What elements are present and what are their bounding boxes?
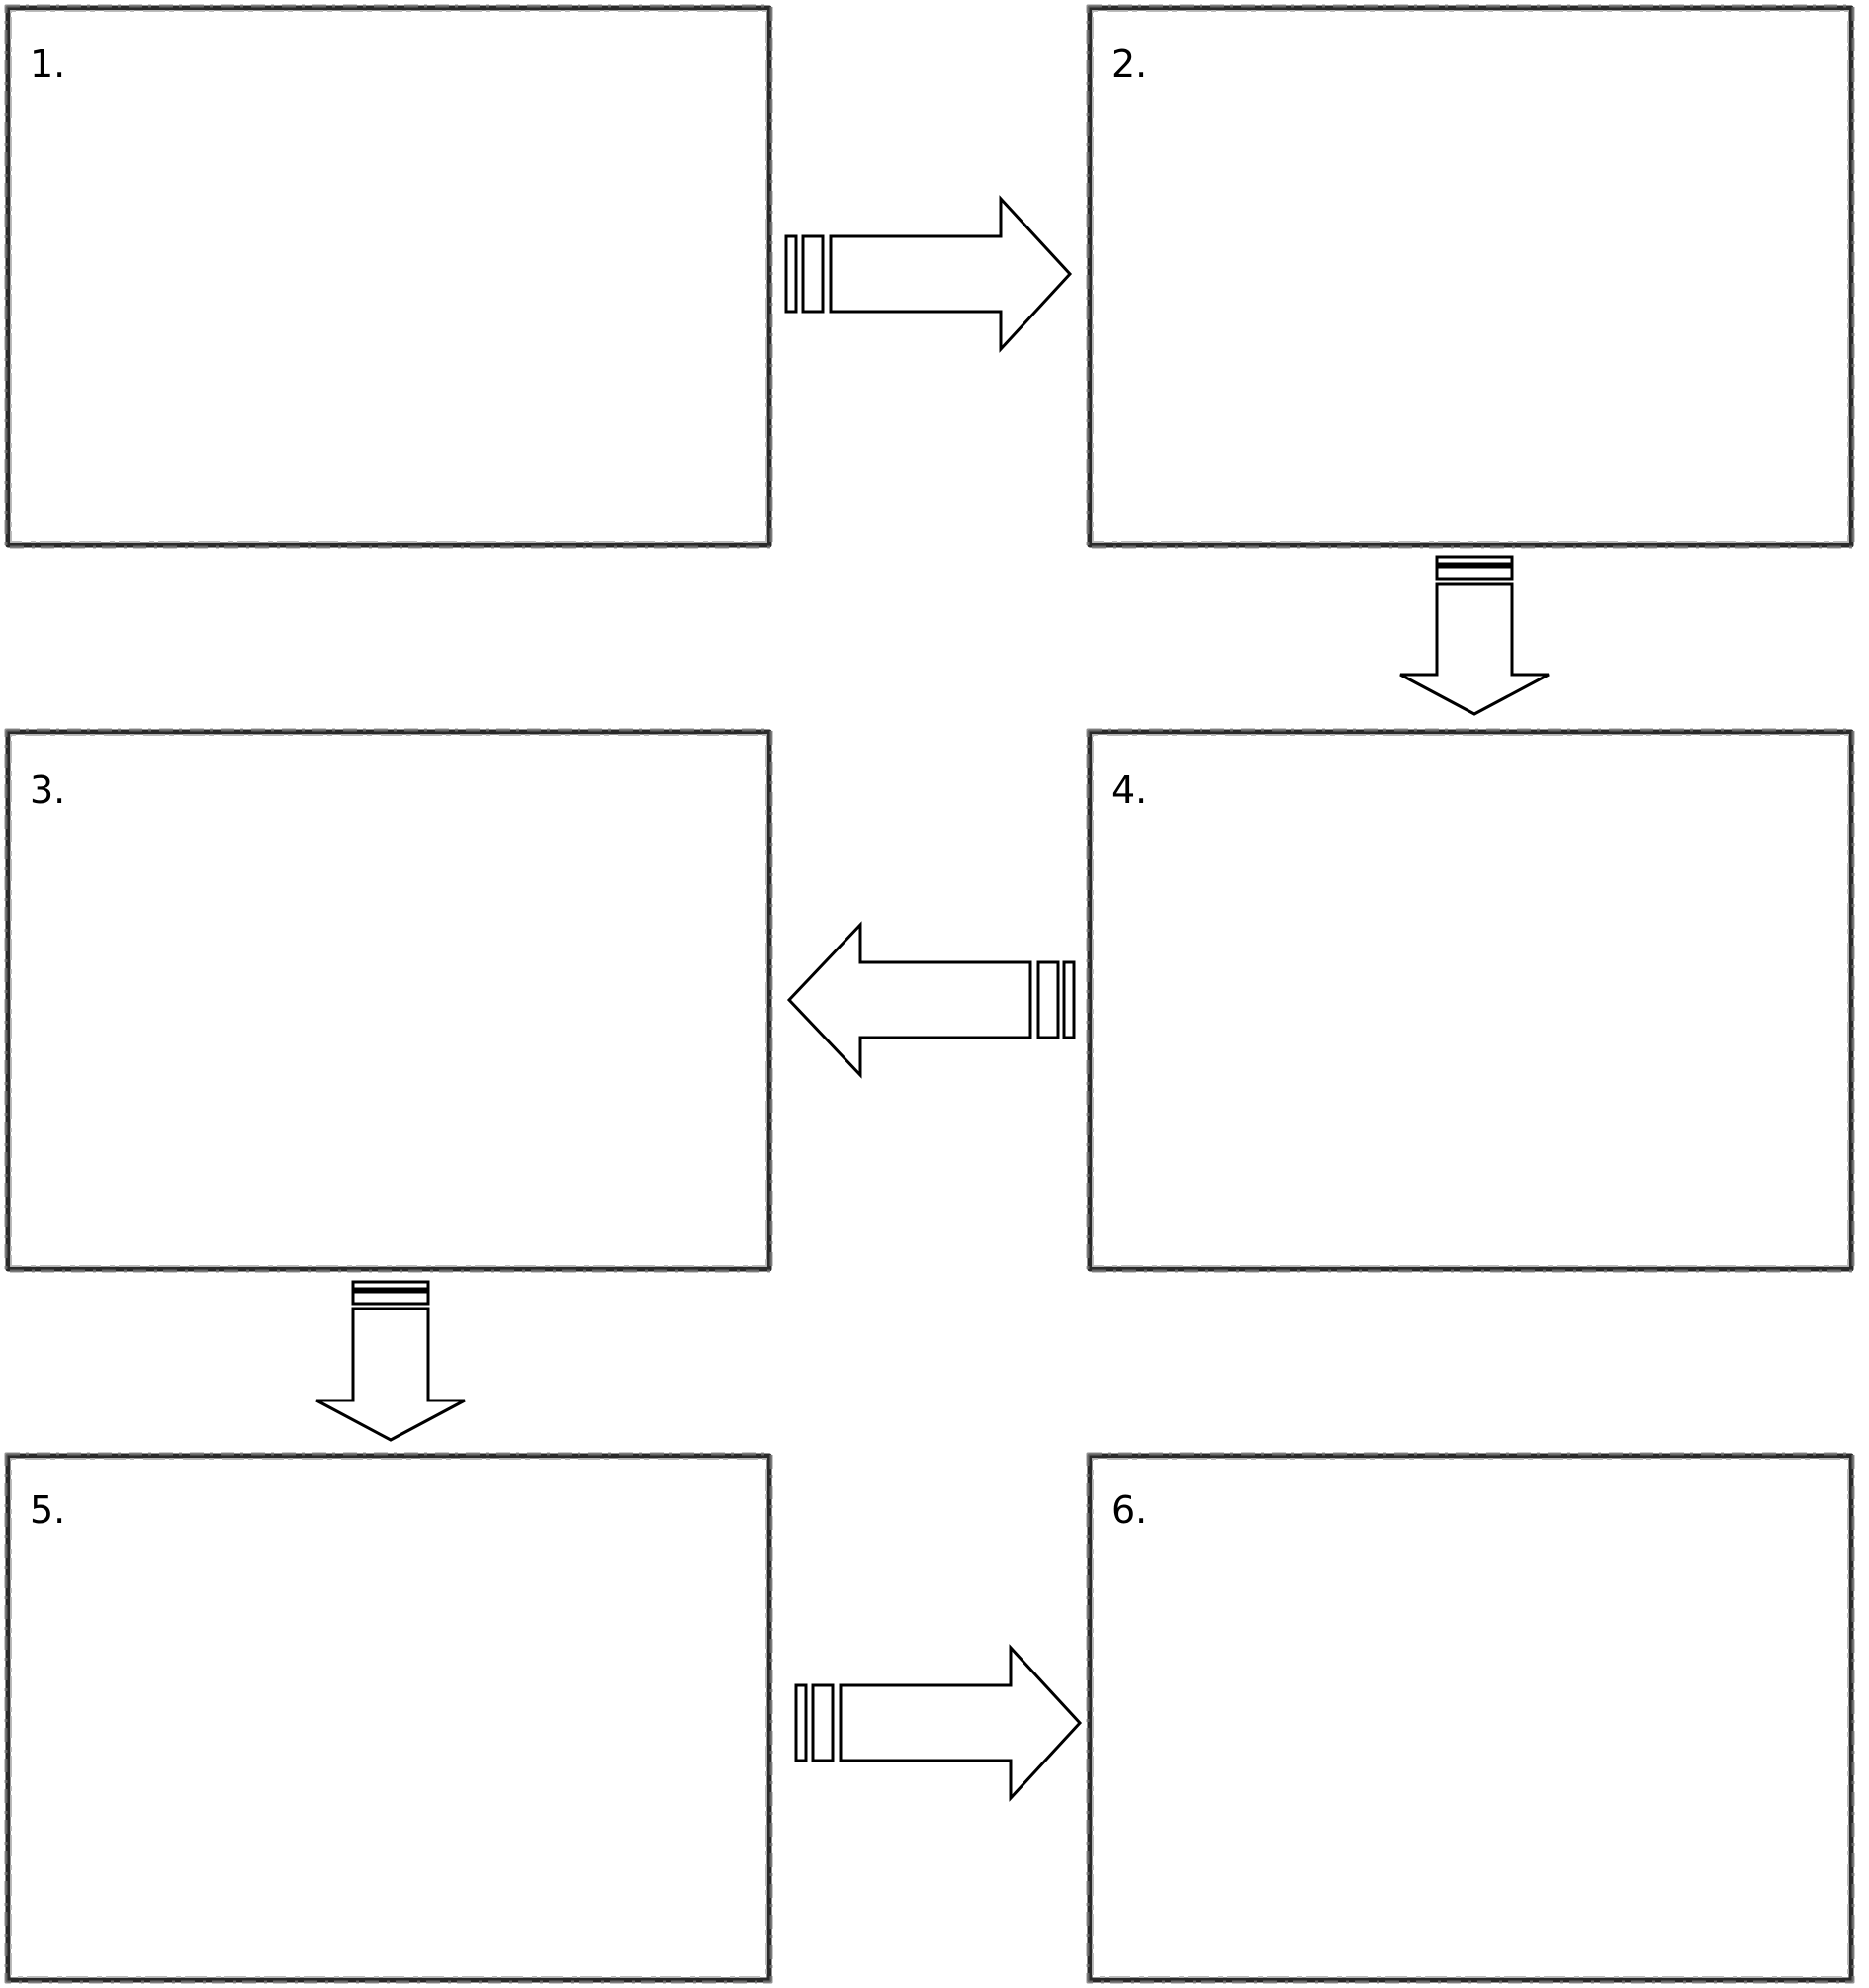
arrow-down-icon [315,1280,466,1442]
arrow-right-icon [784,195,1073,353]
arrow-left-icon [786,921,1076,1079]
panel-label: 2. [1112,43,1147,86]
arrow-down-icon [1399,555,1550,716]
panel-label: 1. [30,43,65,86]
panel-1: 1. [4,4,773,549]
panel-5: 5. [4,1452,773,1984]
panel-label: 5. [30,1489,65,1532]
arrow-right-icon [794,1644,1083,1802]
panel-6: 6. [1086,1452,1855,1984]
panel-3: 3. [4,728,773,1273]
panel-2: 2. [1086,4,1855,549]
panel-label: 6. [1112,1489,1147,1532]
panel-label: 4. [1112,768,1147,812]
panel-4: 4. [1086,728,1855,1273]
panel-label: 3. [30,768,65,812]
